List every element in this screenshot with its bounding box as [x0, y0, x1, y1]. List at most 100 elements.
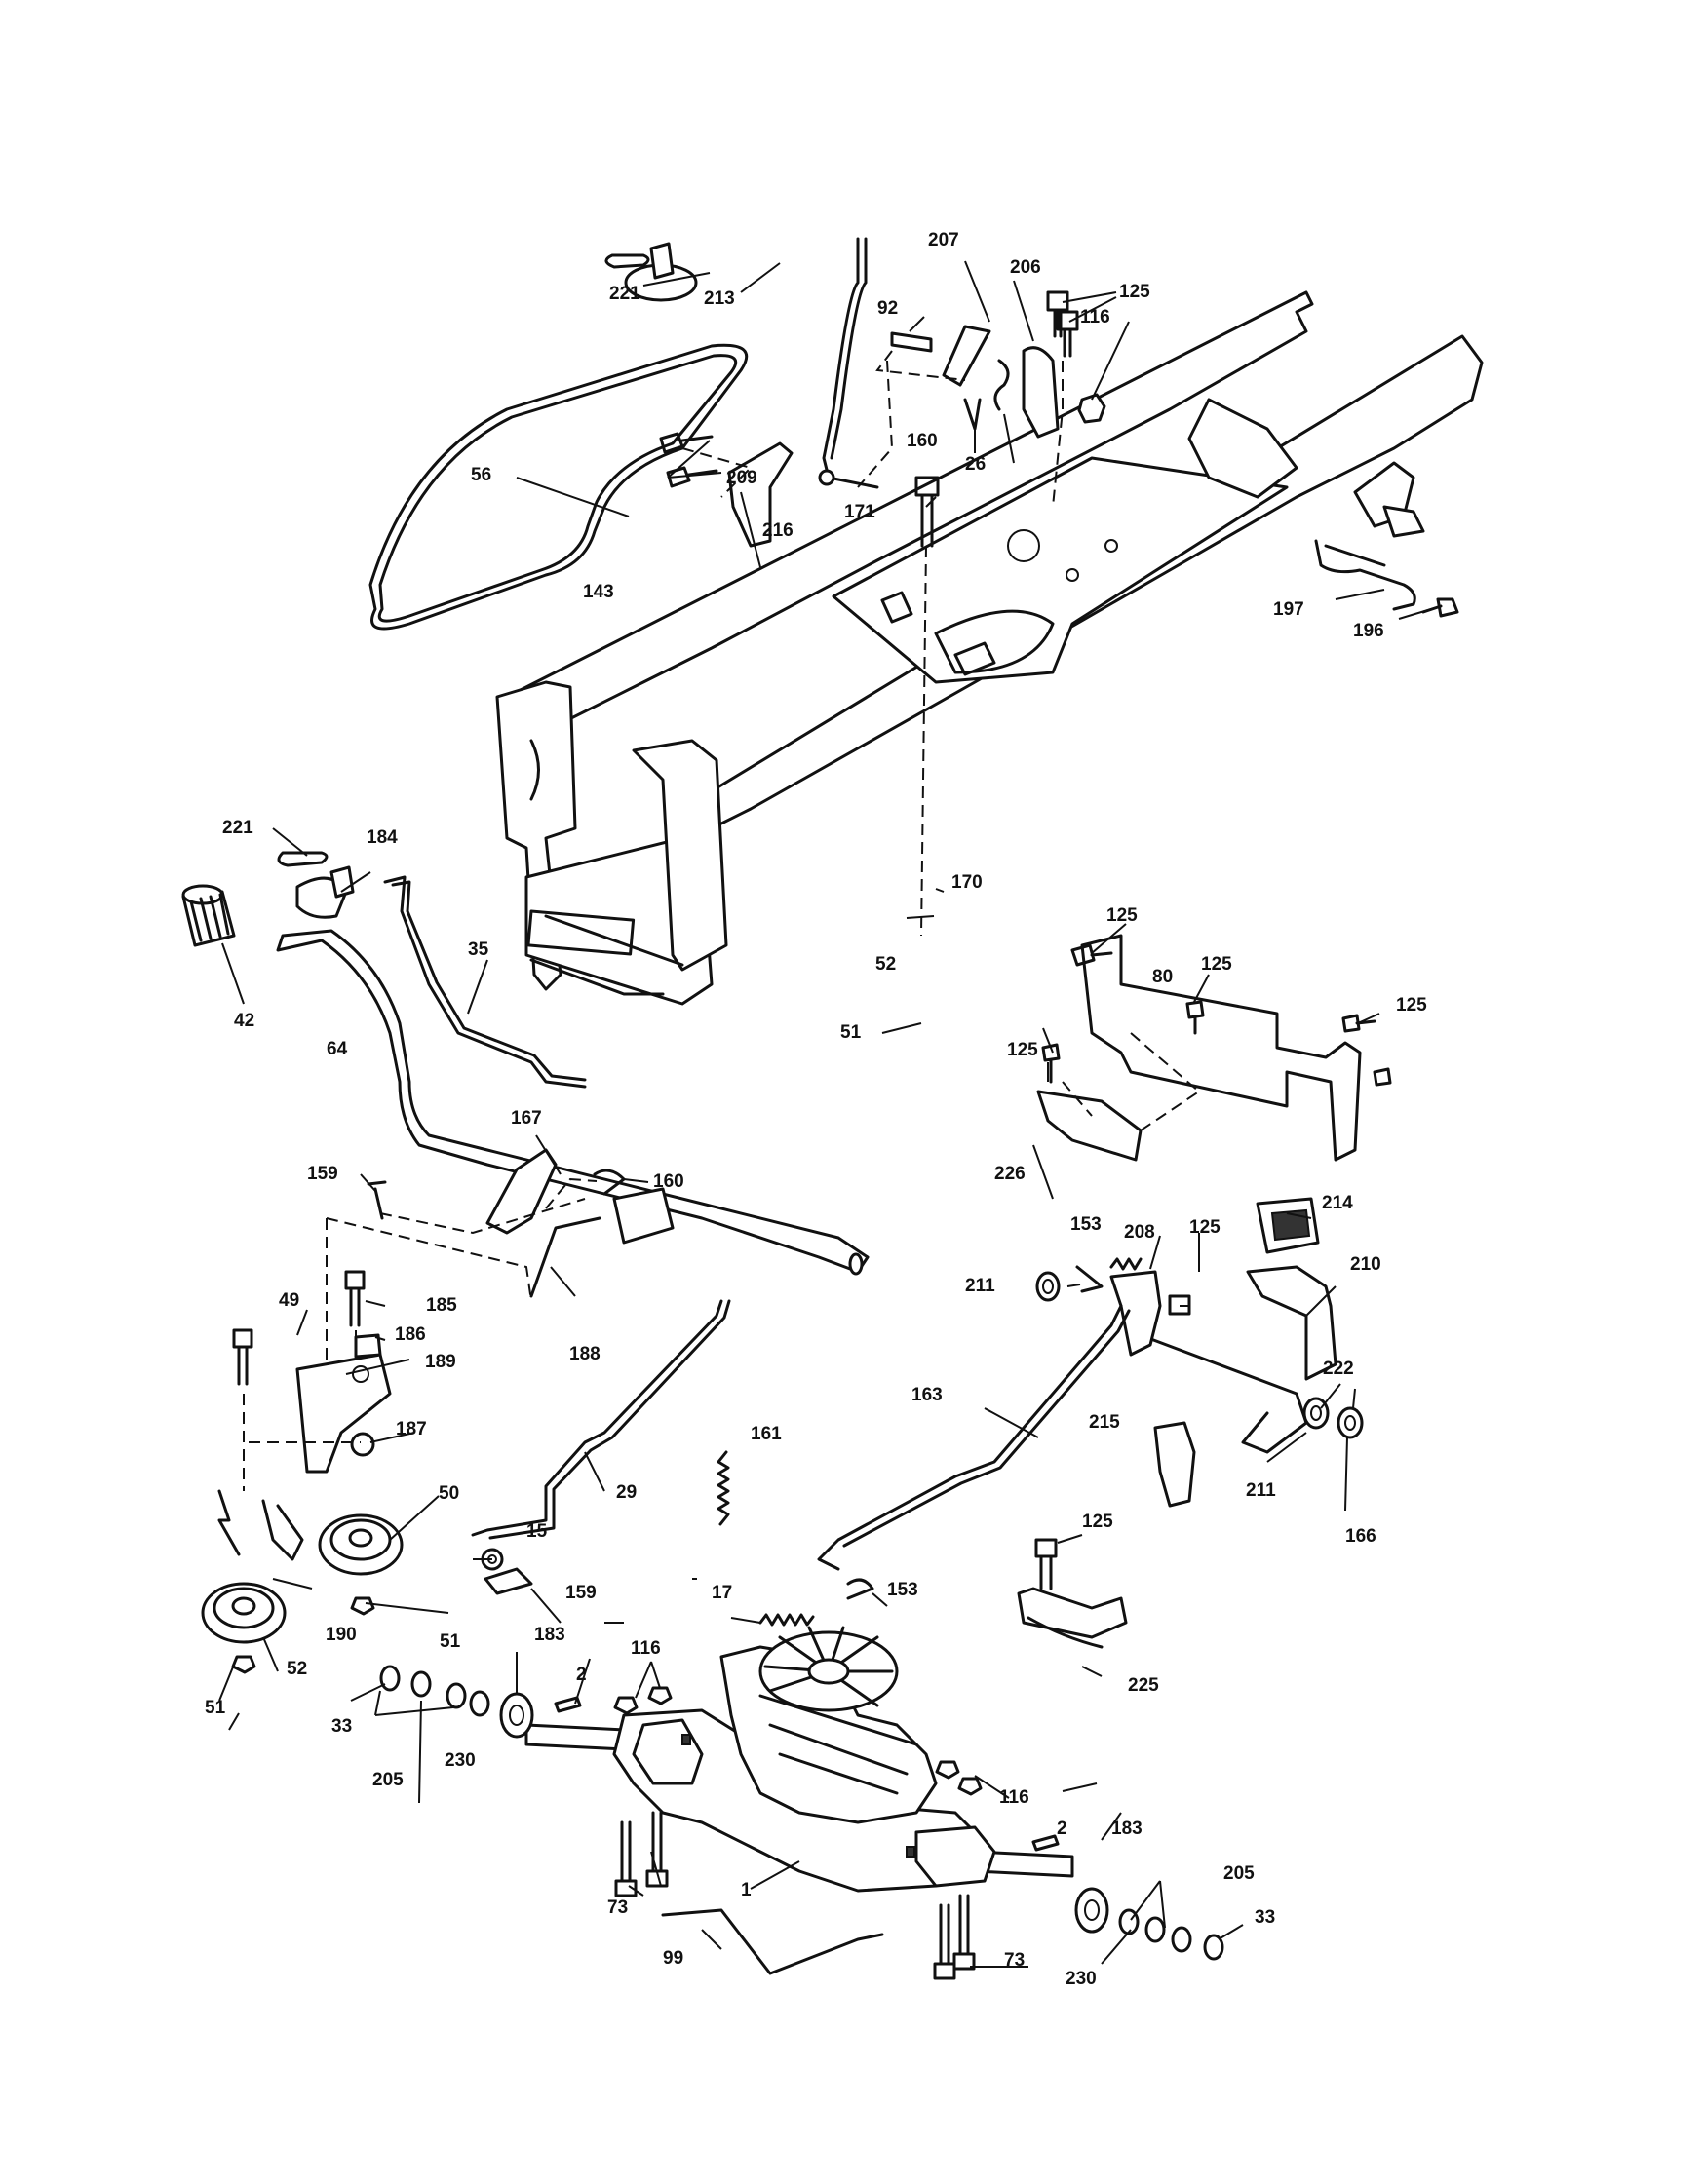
callout-221b: 221: [222, 818, 253, 838]
callout-185: 185: [426, 1295, 457, 1316]
callout-29: 29: [616, 1482, 637, 1503]
clip-221-b: [277, 851, 329, 867]
callout-125g: 125: [1082, 1512, 1113, 1532]
callout-15: 15: [526, 1521, 548, 1542]
callout-222: 222: [1323, 1359, 1354, 1379]
callout-160a: 160: [907, 431, 938, 451]
callout-160b: 160: [653, 1171, 684, 1192]
callout-230b: 230: [1066, 1969, 1097, 1989]
washers-205-230-left: [379, 1665, 490, 1717]
pulley-52-b: [201, 1582, 287, 1644]
callout-50: 50: [439, 1483, 459, 1504]
rod-163: [817, 1304, 1123, 1571]
callout-184: 184: [367, 827, 398, 848]
callout-216: 216: [762, 520, 794, 541]
callout-190: 190: [326, 1625, 357, 1645]
callout-213: 213: [704, 288, 735, 309]
bolt-185: [344, 1270, 366, 1327]
pedal-210: [1246, 1265, 1337, 1381]
drive-belt: [368, 343, 749, 631]
knob-184: [295, 865, 355, 919]
callout-49: 49: [279, 1290, 299, 1311]
callout-210: 210: [1350, 1254, 1381, 1275]
callout-125d: 125: [1396, 995, 1427, 1015]
callout-226: 226: [994, 1164, 1026, 1184]
callout-17: 17: [712, 1583, 732, 1603]
plate-189: [295, 1353, 392, 1474]
callout-166: 166: [1345, 1526, 1376, 1547]
pulley-50: [318, 1513, 404, 1576]
bracket-207: [942, 325, 991, 387]
nuts-116-left: [613, 1686, 673, 1715]
callout-116a: 116: [1080, 307, 1110, 327]
nuts-116-right: [935, 1760, 983, 1796]
cotter-160-b: [593, 1169, 626, 1196]
callout-163: 163: [911, 1385, 943, 1405]
callout-186: 186: [395, 1324, 426, 1345]
callout-171: 171: [844, 502, 875, 522]
callout-labels: 221 213 92 207 206 125 116 160 26 56 209…: [205, 230, 1427, 1989]
callout-183b: 183: [1111, 1819, 1143, 1839]
bolts-73-left: [614, 1811, 669, 1897]
callout-153a: 153: [1070, 1214, 1102, 1235]
spring-26: [993, 359, 1010, 411]
callout-208: 208: [1124, 1222, 1155, 1243]
callout-211a: 211: [965, 1276, 995, 1296]
callout-125c: 125: [1201, 954, 1232, 975]
callout-116c: 116: [999, 1787, 1029, 1808]
callout-99: 99: [663, 1948, 683, 1969]
bolt-125-f: [1168, 1294, 1191, 1316]
clip-221: [604, 253, 650, 269]
washer-187: [350, 1432, 375, 1457]
callout-33b: 33: [1255, 1907, 1275, 1928]
main-frame: [495, 290, 1484, 1006]
fan-blades: [758, 1626, 899, 1712]
callout-205b: 205: [1223, 1863, 1255, 1884]
callout-2a: 2: [576, 1665, 587, 1685]
callout-143: 143: [583, 582, 614, 602]
nut-116-top: [1077, 393, 1106, 424]
transaxle-1: [524, 1626, 1074, 1893]
callout-161: 161: [751, 1424, 782, 1444]
callout-64: 64: [327, 1039, 348, 1059]
callout-56: 56: [471, 465, 491, 485]
callout-230a: 230: [445, 1750, 476, 1771]
callout-51b: 51: [440, 1631, 461, 1652]
key-2-b: [1031, 1834, 1060, 1852]
rod-99: [661, 1908, 884, 1975]
plate-226: [1036, 1090, 1143, 1162]
arm-167: [485, 1148, 558, 1235]
bolt-125-g: [1034, 1538, 1058, 1590]
callout-207: 207: [928, 230, 959, 250]
clip-153-a: [1075, 1265, 1104, 1293]
callout-188: 188: [569, 1344, 601, 1364]
rod-188: [529, 1216, 601, 1298]
bolt-125-c: [1185, 1000, 1205, 1035]
callout-211b: 211: [1246, 1480, 1276, 1501]
callout-73a: 73: [607, 1897, 628, 1918]
leader-lines: [218, 260, 1442, 1968]
callout-125e: 125: [1007, 1040, 1038, 1060]
pin-159: [367, 1180, 387, 1220]
nut-51-b: [231, 1655, 256, 1674]
bolt-196: [1421, 597, 1459, 618]
callout-125f: 125: [1189, 1217, 1221, 1238]
callout-125a: 125: [1119, 282, 1150, 302]
callout-196: 196: [1353, 621, 1384, 641]
washer-166: [1337, 1406, 1364, 1439]
callout-205a: 205: [372, 1770, 404, 1790]
callout-221a: 221: [609, 284, 640, 304]
callout-2b: 2: [1057, 1819, 1067, 1839]
callout-51a: 51: [840, 1022, 862, 1043]
clip-153-b: [846, 1578, 874, 1600]
assembly-lines: [243, 350, 1201, 1491]
callout-52a: 52: [875, 954, 896, 975]
bolts-143: [659, 432, 718, 488]
bolt-171: [914, 476, 940, 548]
callout-153b: 153: [887, 1580, 918, 1600]
cotter-160-top: [963, 398, 982, 431]
bracket-80: [1080, 934, 1362, 1162]
bearing-183-b: [1074, 1887, 1109, 1934]
callout-197: 197: [1273, 599, 1304, 620]
pedal-arm: [1139, 1333, 1308, 1454]
